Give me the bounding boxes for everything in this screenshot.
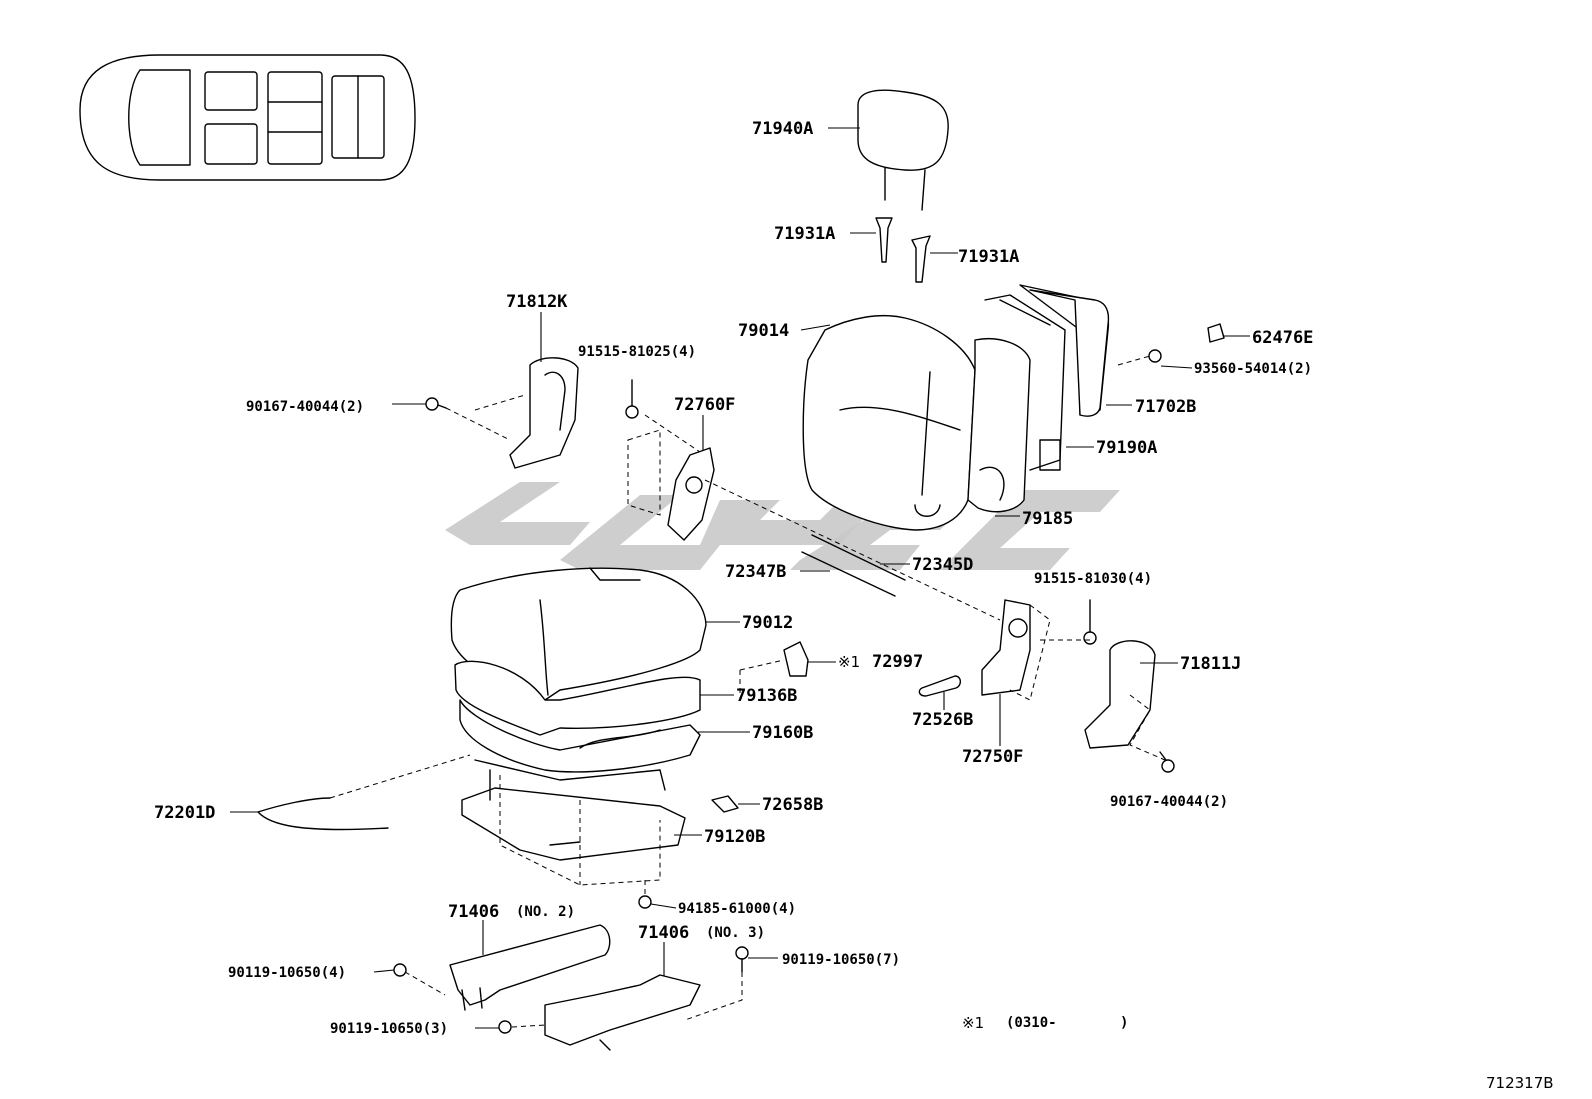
label-79185: 79185 (1022, 509, 1073, 529)
seat-back-cover (802, 314, 976, 531)
label-79160B: 79160B (752, 723, 813, 743)
seat-track (461, 759, 686, 861)
figure-id: 712317B (1486, 1074, 1554, 1092)
recliner-72760F (667, 447, 715, 541)
recliner-cover-left (509, 357, 579, 469)
label-71406-no2: 71406 (448, 902, 499, 922)
headrest-support-left (875, 217, 893, 263)
label-91515-81025: 91515-81025(4) (578, 344, 696, 360)
label-90119-10650-3: 90119-10650(3) (330, 1021, 448, 1037)
label-79120B: 79120B (704, 827, 765, 847)
footnote-mark: ※1 (962, 1014, 984, 1032)
seat-leg-no3 (544, 974, 701, 1051)
label-71406-no2-sub: (NO. 2) (516, 904, 575, 920)
label-79014: 79014 (738, 321, 789, 341)
label-90167-40044-right: 90167-40044(2) (1110, 794, 1228, 810)
footnote-close: ) (1120, 1015, 1128, 1031)
label-71812K: 71812K (506, 292, 568, 312)
label-72345D: 72345D (912, 555, 973, 575)
bolt-91515-81025 (625, 379, 639, 419)
label-79012: 79012 (742, 613, 793, 633)
rod-72347B (801, 551, 896, 597)
recliner-cover-right (1084, 640, 1156, 749)
label-72347B: 72347B (725, 562, 786, 582)
label-71931A-left: 71931A (774, 224, 835, 244)
seat-back-pad (967, 338, 1031, 513)
bolt-90119-10650-3 (498, 1020, 512, 1034)
bolt-90119-10650-4 (393, 963, 407, 977)
seat-cushion-frame (459, 699, 701, 773)
label-71406-no3-sub: (NO. 3) (706, 925, 765, 941)
label-94185-61000: 94185-61000(4) (678, 901, 796, 917)
label-71406-no3: 71406 (638, 923, 689, 943)
label-71931A-right: 71931A (958, 247, 1019, 267)
seat-cushion-cover (450, 567, 707, 701)
cover-72658B (711, 795, 739, 813)
footnote: ※1 (0310- ) (962, 1014, 1128, 1032)
cap-62476E (1207, 323, 1225, 343)
headrest-support-right (911, 235, 931, 283)
rod-72345D (811, 534, 906, 581)
label-72750F: 72750F (962, 747, 1023, 767)
footnote-text: (0310- (1006, 1015, 1057, 1031)
watermark-logo (445, 482, 1120, 570)
bolt-90119-10650-7 (735, 946, 749, 973)
label-72526B: 72526B (912, 710, 973, 730)
knob-72997 (783, 641, 809, 677)
label-79136B: 79136B (736, 686, 797, 706)
vehicle-seat-map (79, 54, 416, 181)
label-72201D: 72201D (154, 803, 215, 823)
label-72658B: 72658B (762, 795, 823, 815)
label-91515-81030: 91515-81030(4) (1034, 571, 1152, 587)
bolt-90167-right (1159, 751, 1175, 773)
bolt-90167-left (425, 397, 447, 411)
dashed-guides (329, 355, 1166, 1028)
label-79190A: 79190A (1096, 438, 1157, 458)
recliner-72750F (981, 599, 1031, 696)
label-90167-40044-left: 90167-40044(2) (246, 399, 364, 415)
label-71702B: 71702B (1135, 397, 1196, 417)
label-90119-10650-4: 90119-10650(4) (228, 965, 346, 981)
leader-lines (230, 127, 1250, 1029)
label-71940A: 71940A (752, 119, 813, 139)
seat-back-board (1029, 289, 1110, 417)
part-labels: 71940A 71931A 71931A 71812K 79014 62476E… (154, 119, 1313, 1037)
label-90119-10650-7: 90119-10650(7) (782, 952, 900, 968)
bolt-91515-81030 (1083, 599, 1097, 645)
label-72997: 72997 (872, 652, 923, 672)
headrest (857, 89, 949, 211)
wire-72201D (257, 797, 389, 831)
seat-leg-no2 (449, 924, 611, 1011)
handle-72526B (918, 675, 962, 697)
label-93560-54014: 93560-54014(2) (1194, 361, 1312, 377)
label-62476E: 62476E (1252, 328, 1313, 348)
clip-93560 (1148, 349, 1162, 363)
label-71811J: 71811J (1180, 654, 1241, 674)
nut-94185 (638, 895, 652, 909)
seat-cushion-pad (454, 660, 701, 736)
label-72760F: 72760F (674, 395, 735, 415)
label-72997-mark: ※1 (838, 653, 860, 671)
